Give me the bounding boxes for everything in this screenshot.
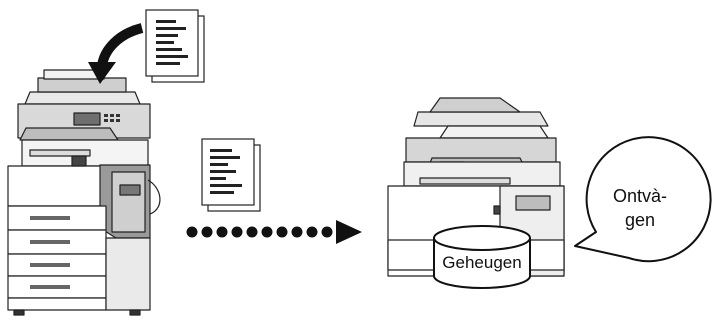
receive-speech-bubble: Ontvà- gen — [574, 136, 712, 263]
receiving-printer-icon — [387, 97, 565, 277]
memory-label: Geheugen — [442, 253, 521, 272]
memory-storage-icon: Geheugen — [433, 225, 531, 289]
original-document-stack-icon — [145, 9, 205, 83]
bubble-label-line1: Ontvà- — [613, 186, 667, 206]
transmission-arrow-icon — [186, 220, 362, 244]
sent-document-stack-icon — [201, 138, 261, 212]
feed-arrow-icon — [88, 23, 144, 84]
sender-multifunction-printer-icon — [7, 69, 161, 316]
bubble-label-line2: gen — [625, 210, 655, 230]
